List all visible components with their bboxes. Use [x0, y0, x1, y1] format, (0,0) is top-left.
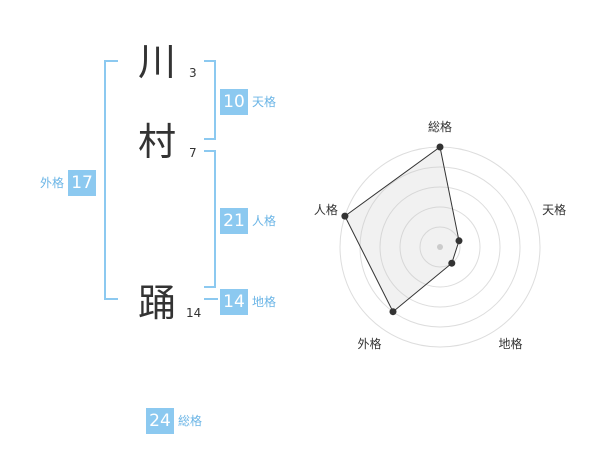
- stroke-count-1: 3: [189, 66, 197, 80]
- radar-ring-3: [379, 186, 501, 308]
- jinkaku-badge: 21 人格: [220, 208, 276, 234]
- stroke-count-2: 7: [189, 146, 197, 160]
- gaikaku-label: 外格: [40, 176, 65, 190]
- tenkaku-bracket: [204, 60, 216, 140]
- radar-point-3: [448, 259, 456, 267]
- radar-ring-1: [419, 226, 461, 268]
- name-char-2: 村: [138, 120, 177, 164]
- name-char-1: 川: [138, 40, 177, 84]
- stroke-count-3: 14: [186, 306, 202, 320]
- chikaku-value: 14: [220, 289, 248, 315]
- radar-axis-label-5: 人格: [314, 202, 338, 217]
- radar-point-4: [389, 308, 397, 316]
- radar-ring-2: [399, 206, 481, 288]
- soukaku-value: 24: [146, 408, 174, 434]
- tenkaku-label: 天格: [252, 95, 277, 109]
- radar-point-1: [436, 143, 444, 151]
- tenkaku-badge: 10 天格: [220, 89, 276, 115]
- gaikaku-value: 17: [68, 170, 97, 196]
- radar-point-2: [455, 237, 463, 245]
- radar-center-dot: [437, 244, 443, 250]
- gaikaku-badge: 外格 17: [40, 170, 97, 196]
- chikaku-label: 地格: [252, 295, 277, 309]
- chikaku-badge: 14 地格: [220, 289, 276, 315]
- radar-point-5: [341, 212, 349, 220]
- radar-axis-label-3: 地格: [498, 336, 522, 351]
- chikaku-connector: [204, 298, 218, 300]
- jinkaku-value: 21: [220, 208, 248, 234]
- gaikaku-bracket: [104, 60, 118, 300]
- radar-axis-label-2: 天格: [542, 202, 566, 217]
- radar-value-polygon: [344, 146, 460, 313]
- jinkaku-bracket: [204, 150, 216, 288]
- name-char-3: 踊: [138, 281, 177, 325]
- radar-axis-label-1: 総格: [428, 119, 452, 134]
- jinkaku-label: 人格: [252, 214, 277, 228]
- soukaku-label: 総格: [178, 414, 203, 428]
- tenkaku-value: 10: [220, 89, 248, 115]
- soukaku-badge: 24 総格: [146, 408, 202, 434]
- radar-axis-label-4: 外格: [357, 336, 381, 351]
